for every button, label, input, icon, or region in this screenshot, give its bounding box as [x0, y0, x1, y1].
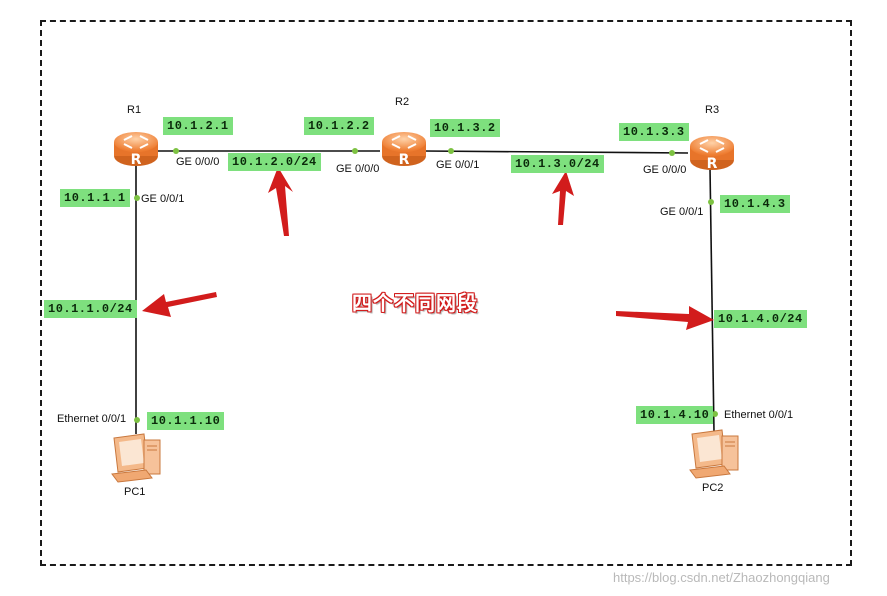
- ip-label-r3-ge000: 10.1.3.3: [619, 123, 689, 141]
- ip-label-r2-ge000: 10.1.2.2: [304, 117, 374, 135]
- annotation-text: 四个不同网段: [352, 291, 478, 315]
- svg-text:R: R: [707, 156, 718, 172]
- port-label-pc1-eth: Ethernet 0/0/1: [57, 413, 127, 425]
- port-label-r2-ge001: GE 0/0/1: [436, 159, 480, 171]
- svg-text:R: R: [399, 152, 410, 168]
- ip-label-r3-ge001: 10.1.4.3: [720, 195, 790, 213]
- watermark: https://blog.csdn.net/Zhaozhongqiang: [613, 570, 830, 585]
- router-r2[interactable]: R: [378, 126, 430, 175]
- router-r3-name: R3: [705, 104, 720, 116]
- port-dot: [173, 148, 179, 154]
- arrow-icon: [142, 292, 217, 317]
- router-r2-name: R2: [395, 96, 410, 108]
- pc-icon: [689, 429, 739, 479]
- port-dot: [712, 411, 718, 417]
- pc2-name: PC2: [702, 482, 724, 494]
- arrow-icon: [268, 167, 293, 236]
- port-label-r1-ge001: GE 0/0/1: [141, 193, 185, 205]
- arrow-icon: [616, 306, 714, 330]
- topology-frame: [40, 20, 852, 566]
- port-dot: [448, 148, 454, 154]
- router-r3[interactable]: R: [686, 130, 738, 179]
- svg-text:R: R: [131, 152, 142, 168]
- port-dot: [708, 199, 714, 205]
- pc1-name: PC1: [124, 486, 146, 498]
- pc-icon: [111, 433, 161, 483]
- router-icon: R: [690, 136, 734, 172]
- pc-pc2[interactable]: [686, 428, 742, 485]
- port-label-pc2-eth: Ethernet 0/0/1: [724, 409, 794, 421]
- arrow-icon: [552, 171, 574, 225]
- ip-label-pc2: 10.1.4.10: [636, 406, 714, 424]
- port-label-r3-ge001: GE 0/0/1: [660, 206, 704, 218]
- router-r1-name: R1: [127, 104, 142, 116]
- router-r1[interactable]: R: [110, 126, 162, 175]
- ip-label-pc1: 10.1.1.10: [147, 412, 225, 430]
- network-label-r2-r3: 10.1.3.0/24: [511, 155, 604, 173]
- ip-label-r1-ge001: 10.1.1.1: [60, 189, 130, 207]
- port-label-r2-ge000: GE 0/0/0: [336, 163, 380, 175]
- router-icon: R: [114, 132, 158, 168]
- port-dot: [669, 150, 675, 156]
- router-icon: R: [382, 132, 426, 168]
- port-label-r1-ge000: GE 0/0/0: [176, 156, 220, 168]
- port-dot: [352, 148, 358, 154]
- port-label-r3-ge000: GE 0/0/0: [643, 164, 687, 176]
- ip-label-r2-ge001: 10.1.3.2: [430, 119, 500, 137]
- ip-label-r1-ge000: 10.1.2.1: [163, 117, 233, 135]
- network-label-r1-pc1: 10.1.1.0/24: [44, 300, 137, 318]
- pc-pc1[interactable]: [108, 432, 164, 489]
- network-label-r3-pc2: 10.1.4.0/24: [714, 310, 807, 328]
- link-r3-pc2: [709, 167, 715, 433]
- network-label-r1-r2: 10.1.2.0/24: [228, 153, 321, 171]
- port-dot: [134, 417, 140, 423]
- link-r2-r3: [423, 150, 689, 154]
- port-dot: [134, 195, 140, 201]
